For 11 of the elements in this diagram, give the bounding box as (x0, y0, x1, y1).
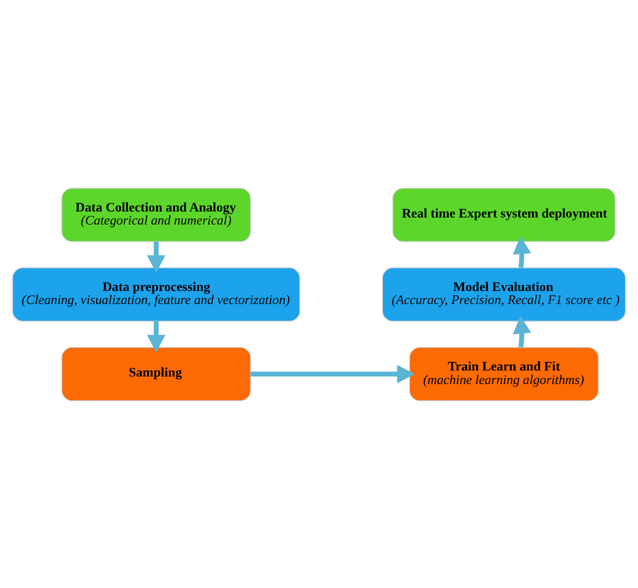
node-box: Data preprocessing (Cleaning, visualization, feature and vectorization) (12, 266, 300, 322)
arrow (512, 236, 532, 268)
arrow (250, 364, 415, 383)
arrow (146, 241, 166, 272)
arrow (512, 316, 532, 347)
node-box: Real time Expert system deployment (392, 187, 616, 242)
node-box: Train Learn and Fit (machine learning algorithms) (409, 346, 599, 401)
node-box: Data Collection and Analogy (Categorical and numerical) (61, 187, 251, 242)
node-box: Model Evaluation (Accuracy, Precision, Recall, F1 score etc ) (382, 266, 626, 322)
node-box: Sampling (61, 346, 251, 401)
arrow (146, 320, 166, 352)
